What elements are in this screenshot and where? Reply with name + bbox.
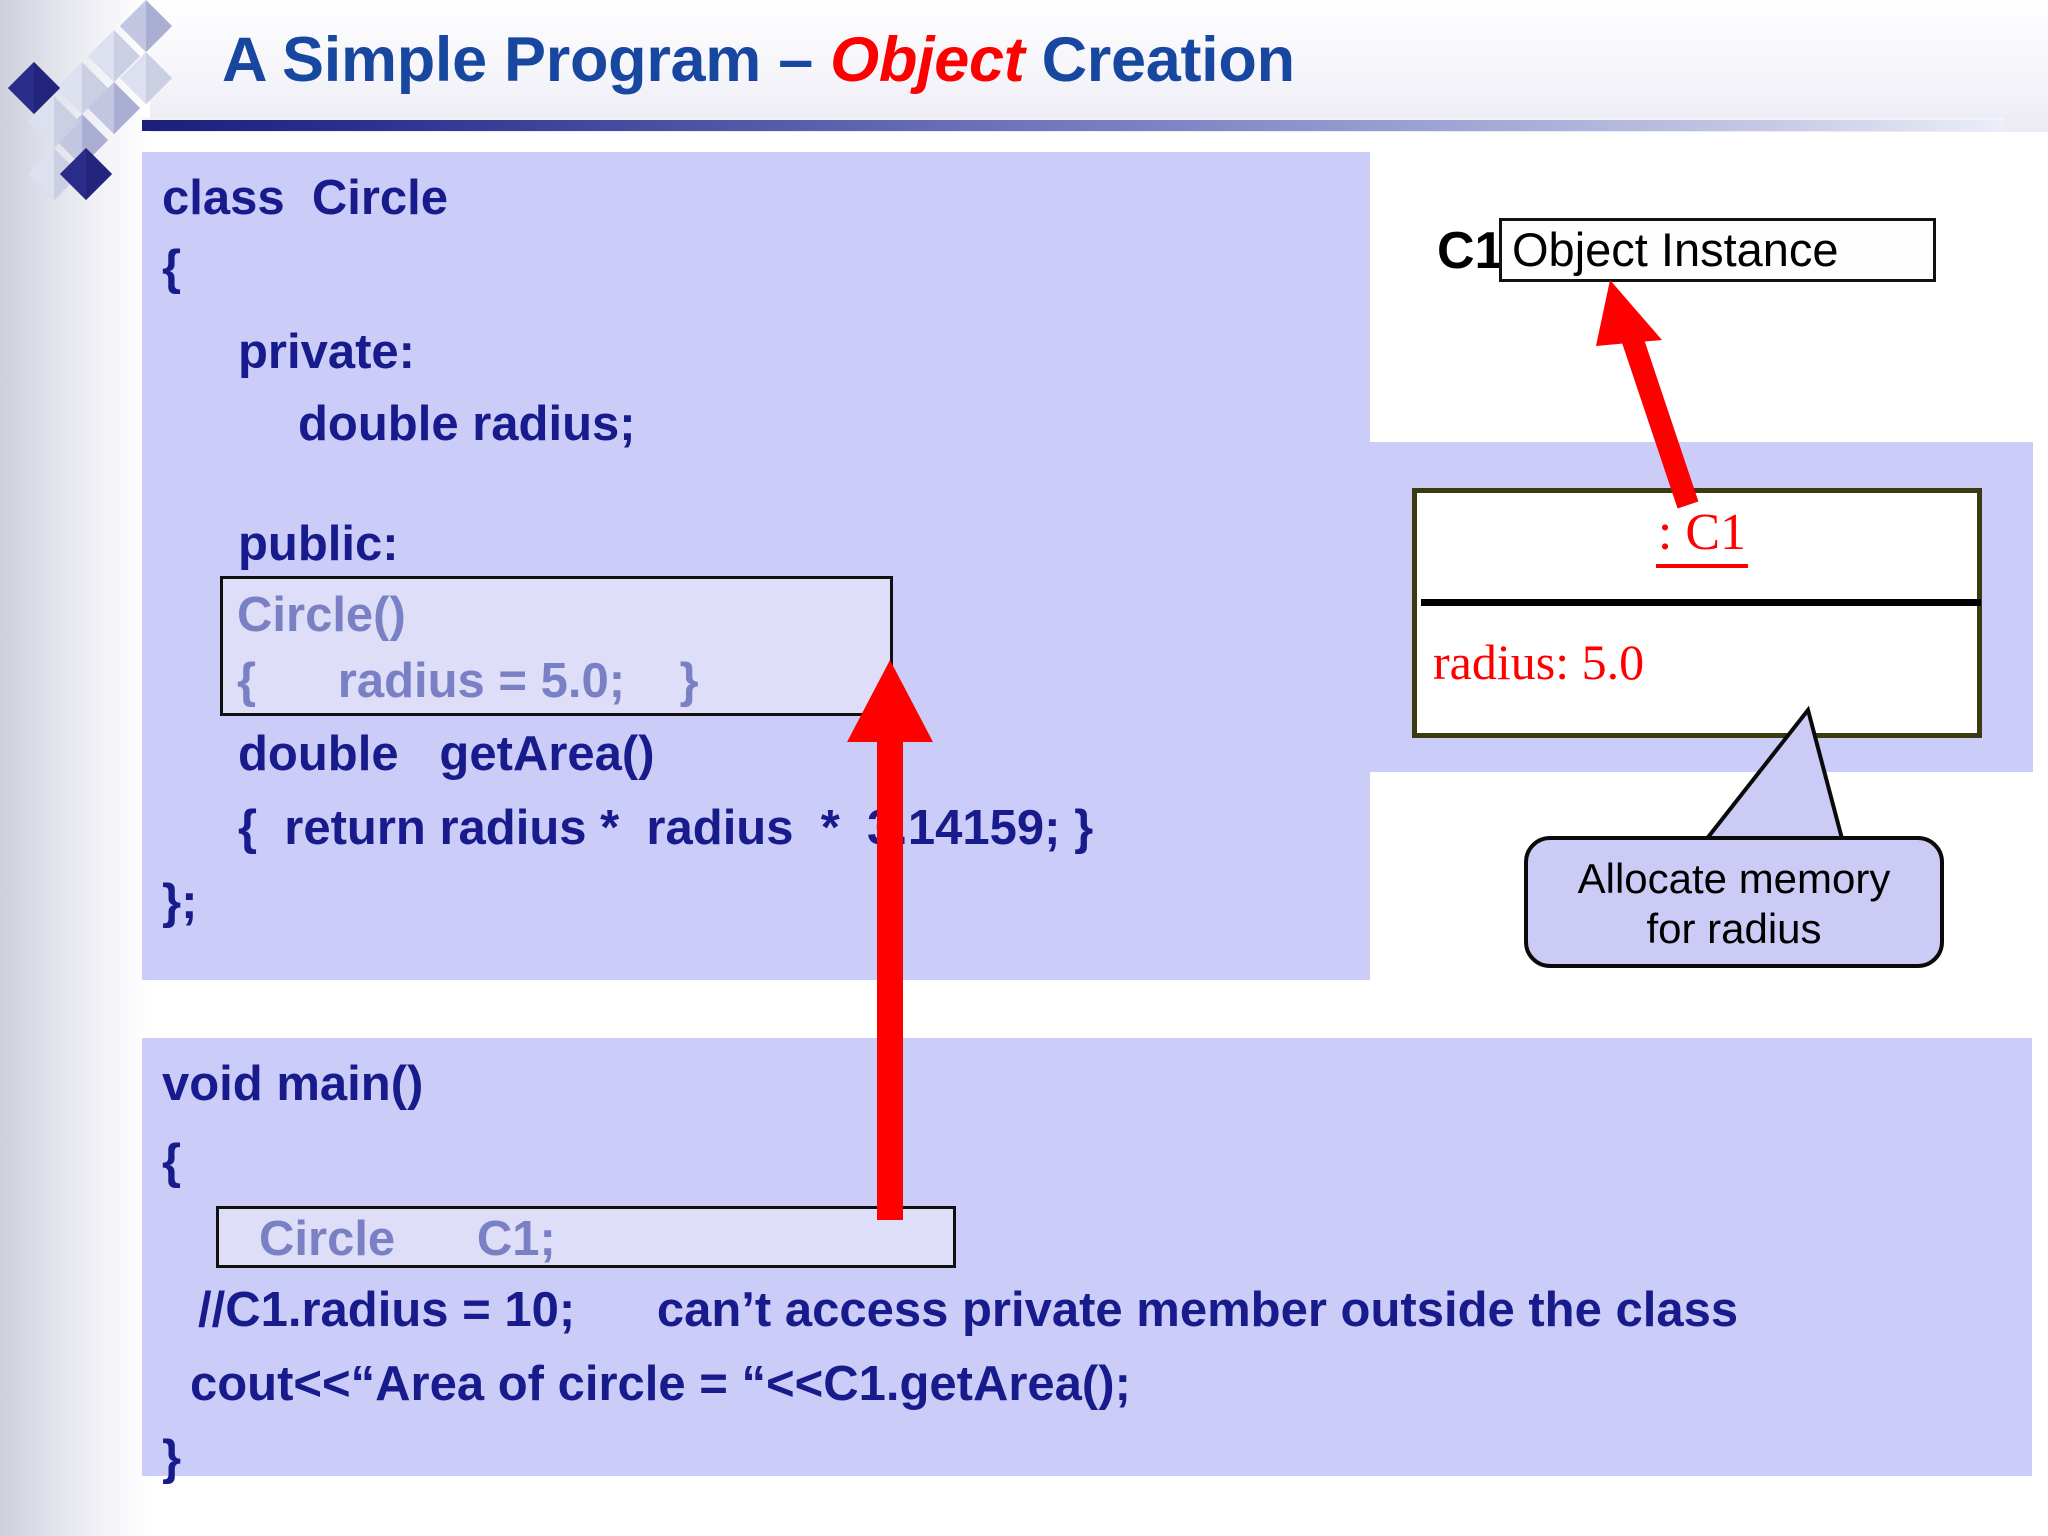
title-divider-rule — [142, 118, 2004, 131]
constructor-highlight-box: Circle() { radius = 5.0; } — [220, 576, 893, 716]
header-background — [0, 0, 2048, 132]
code-line-class-decl: class Circle — [162, 171, 449, 225]
code-line-open-brace: { — [162, 241, 182, 295]
code-line-ctor-signature: Circle() — [237, 588, 406, 642]
slide-title-area: A Simple Program – Object Creation — [222, 14, 1822, 114]
code-line-cout: cout<<“Area of circle = “<<C1.getArea(); — [190, 1357, 1131, 1411]
pyramid-logo — [8, 0, 208, 215]
title-part-2: Creation — [1024, 25, 1295, 95]
object-declaration-box: Circle C1; — [216, 1206, 956, 1268]
callout-line-1: Allocate memory — [1577, 855, 1891, 902]
object-instance-label: Object Instance — [1512, 223, 1839, 276]
code-line-private: private: — [238, 325, 416, 379]
page-title: A Simple Program – Object Creation — [222, 14, 1822, 106]
uml-attribute-radius: radius: 5.0 — [1433, 634, 1645, 690]
uml-object-name-text: : C1 — [1655, 504, 1749, 568]
uml-object-name: : C1 — [1417, 503, 1987, 568]
code-line-public: public: — [238, 517, 399, 571]
logo-tile — [28, 96, 80, 148]
object-instance-box: Object Instance — [1499, 218, 1936, 282]
code-line-class-close: }; — [162, 875, 198, 929]
logo-tile — [60, 148, 112, 200]
code-line-object-decl: Circle C1; — [259, 1212, 556, 1266]
callout-line-2: for radius — [1646, 905, 1822, 952]
code-line-main-close: } — [162, 1431, 182, 1485]
title-part-1: A Simple Program – — [222, 25, 831, 95]
logo-tile — [120, 0, 172, 52]
instance-variable-label: C1 — [1437, 222, 1504, 280]
uml-divider — [1421, 599, 1981, 606]
title-emphasis-object: Object — [830, 25, 1025, 95]
code-line-main-decl: void main() — [162, 1057, 424, 1111]
class-code-panel: class Circle { private: double radius; p… — [142, 152, 1370, 980]
code-line-radius-member: double radius; — [298, 397, 636, 451]
code-line-main-open: { — [162, 1135, 182, 1189]
code-line-comment-private: //C1.radius = 10; can’t access private m… — [198, 1283, 1739, 1337]
uml-object-box: : C1 radius: 5.0 — [1412, 488, 1982, 738]
code-line-getarea-body: { return radius * radius * 3.14159; } — [238, 801, 1094, 855]
left-decorative-strip — [0, 0, 150, 1536]
code-line-ctor-body: { radius = 5.0; } — [237, 654, 699, 708]
callout-allocate-memory: Allocate memory for radius — [1524, 836, 1944, 968]
code-line-getarea-sig: double getArea() — [238, 727, 655, 781]
main-code-panel: void main() { Circle C1; //C1.radius = 1… — [142, 1038, 2032, 1483]
